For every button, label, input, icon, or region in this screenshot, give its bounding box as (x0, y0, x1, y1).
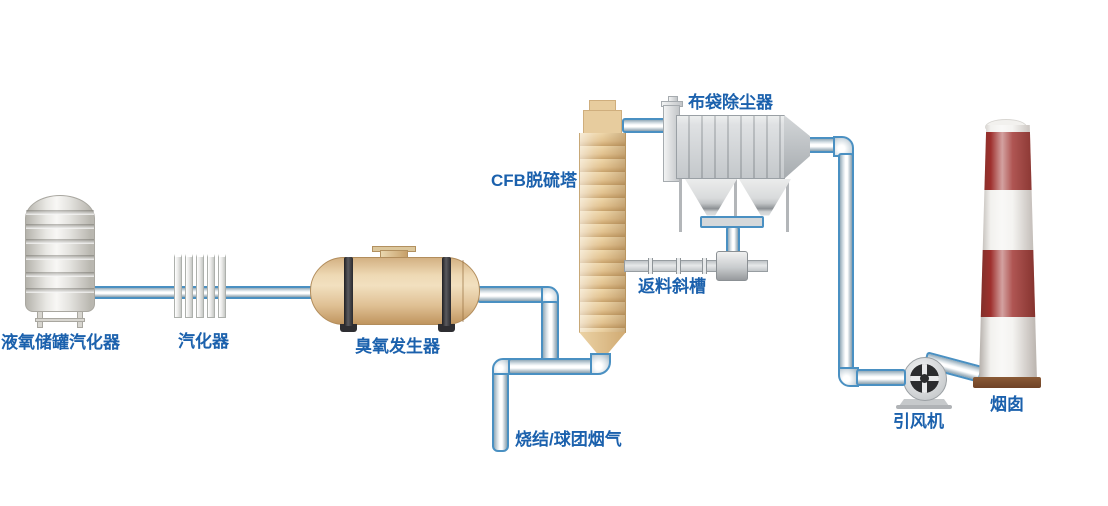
bagfilter-taper (784, 115, 810, 179)
vaporizer-fin (185, 254, 193, 318)
chute-joint (676, 258, 681, 274)
cfb-tower-label: CFB脱硫塔 (491, 171, 577, 190)
bagfilter-leg (786, 179, 789, 232)
pipe-fluegas-riser (492, 372, 509, 452)
bagfilter-leg (734, 179, 737, 232)
tank-band (26, 239, 94, 244)
ozone-strap-foot-right (438, 324, 455, 332)
tank-band (26, 210, 94, 215)
pipe-downcomer (838, 153, 854, 370)
pipe-tower-to-bagfilter (622, 118, 666, 133)
bagfilter-hopper-left (685, 179, 737, 216)
pipe-elbow-tower-inlet (590, 353, 611, 375)
bagfilter-leg (679, 179, 682, 232)
lox-tank-label: 液氧储罐汽化器 (1, 333, 120, 352)
vaporizer-fin (174, 254, 182, 318)
fan-base-plate (896, 405, 952, 409)
fan-impeller-icon (910, 364, 939, 393)
ozone-strap-right (442, 257, 451, 326)
ozone-vessel-seam (462, 260, 464, 322)
tank-band (26, 288, 94, 293)
bag-filter-label: 布袋除尘器 (688, 93, 773, 112)
lox-tank-vaporizer (25, 195, 95, 312)
tank-band (26, 224, 94, 229)
return-feeder-box (716, 251, 748, 281)
pipe-ozone-down (541, 301, 559, 362)
tank-band (26, 272, 94, 277)
chute-joint (648, 258, 653, 274)
ozone-generator-label: 臭氧发生器 (355, 337, 440, 356)
bagfilter-body (676, 115, 785, 179)
vaporizer-label: 汽化器 (178, 332, 229, 351)
lox-tank-leg-brace (35, 318, 85, 322)
flue-gas-inlet-label: 烧结/球团烟气 (515, 430, 622, 449)
stack-foundation (973, 377, 1041, 388)
ozone-strap-foot-left (340, 324, 357, 332)
fan-hub (920, 374, 929, 383)
ozone-generator-vessel (310, 257, 480, 325)
pipe-oxygen-line (90, 286, 318, 299)
cfb-tower-crown (583, 110, 622, 135)
chimney-stack (979, 125, 1037, 381)
pipe-ozone-out-h (477, 286, 545, 303)
stack-label: 烟囱 (990, 395, 1024, 414)
vaporizer-fin (196, 254, 204, 318)
tank-band (26, 255, 94, 260)
ozone-strap-left (344, 257, 353, 326)
pipe-fan-inlet (856, 369, 906, 386)
return-chute-label: 返料斜槽 (638, 277, 706, 296)
chute-joint (702, 258, 707, 274)
fan-pedestal (899, 399, 949, 406)
cfb-tower-body (579, 133, 626, 333)
return-chute-stub (747, 260, 768, 272)
vaporizer-fin (207, 254, 215, 318)
id-fan-label: 引风机 (893, 412, 944, 431)
pipe-to-tower-bottom (508, 358, 596, 375)
bagfilter-hopper-right (739, 179, 791, 216)
vaporizer-fin (218, 254, 226, 318)
